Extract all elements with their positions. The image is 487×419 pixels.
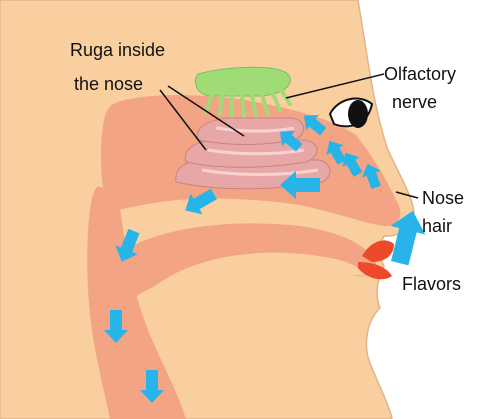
label-ruga-line1: Ruga inside — [70, 40, 165, 60]
label-ruga-line2: the nose — [74, 74, 143, 94]
label-flavors: Flavors — [402, 274, 461, 294]
label-nose-hair-line2: hair — [422, 216, 452, 236]
label-olfactory-line2: nerve — [392, 92, 437, 112]
label-nose-hair-line1: Nose — [422, 188, 464, 208]
label-olfactory-line1: Olfactory — [384, 64, 456, 84]
